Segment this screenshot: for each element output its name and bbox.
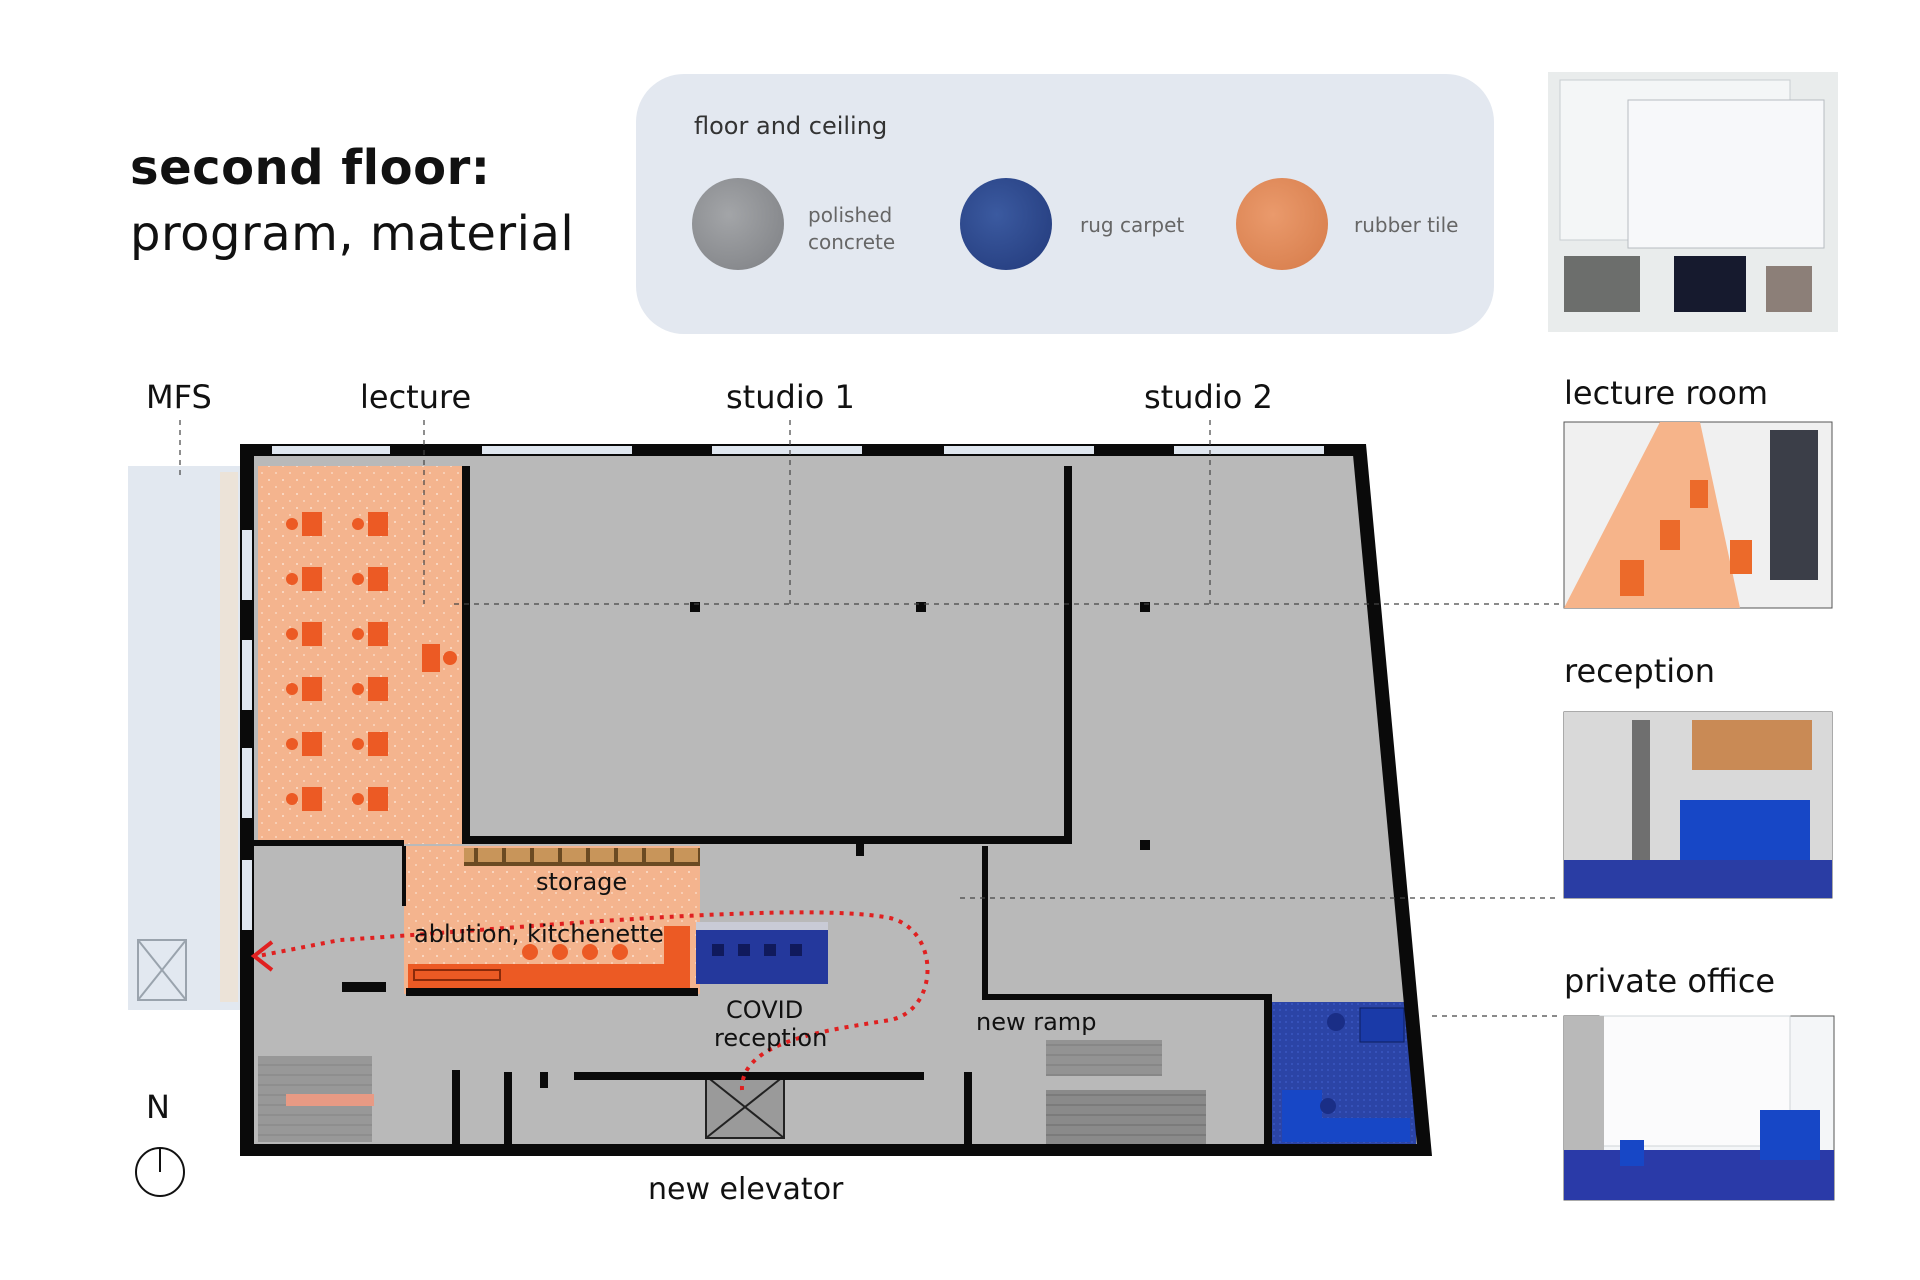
reception-view-label: reception <box>1564 652 1716 690</box>
lecture-room-view <box>1563 421 1833 609</box>
mfs-label: MFS <box>146 378 212 416</box>
elevator <box>705 1075 785 1139</box>
studio1-label: studio 1 <box>726 378 855 416</box>
storage-label: storage <box>536 868 628 896</box>
private-office-label: private office <box>1564 962 1776 1000</box>
new-ramp-label: new ramp <box>976 1008 1097 1036</box>
covid-label-line2: reception <box>714 1024 828 1052</box>
lecture-seating <box>286 512 457 811</box>
concrete-swatch <box>692 178 784 270</box>
ablution-counter <box>408 964 664 988</box>
north-arrow <box>135 1147 185 1197</box>
studio2-label: studio 2 <box>1144 378 1273 416</box>
carpet-label: rug carpet <box>1080 213 1185 237</box>
lecture-label: lecture <box>360 378 472 416</box>
rubber-tile-label: rubber tile <box>1354 213 1459 237</box>
ramp-upper <box>1046 1040 1162 1076</box>
carpet-swatch <box>960 178 1052 270</box>
ramp-lower <box>1046 1090 1206 1146</box>
legend-heading: floor and ceiling <box>694 112 888 140</box>
ablution-label: ablution, kitchenette <box>414 920 664 948</box>
rubber-tile-swatch <box>1236 178 1328 270</box>
private-office-view <box>1563 1015 1835 1201</box>
new-elevator-label: new elevator <box>648 1172 844 1207</box>
covid-label-line1: COVID <box>726 996 804 1024</box>
material-samples-photo <box>1548 72 1838 332</box>
page-title-line2: program, material <box>130 206 575 262</box>
storage-shelving <box>464 848 700 866</box>
leader-lines <box>179 420 1560 1017</box>
lecture-room-label: lecture room <box>1564 374 1769 412</box>
visitor-route <box>257 910 930 1091</box>
page-title-line1: second floor: <box>130 140 491 196</box>
route-arrowhead <box>250 940 274 972</box>
mfs-zone <box>128 466 244 1010</box>
concrete-label: polished concrete <box>808 203 896 254</box>
north-label: N <box>146 1088 170 1126</box>
walls <box>240 444 1432 1156</box>
reception-view <box>1563 711 1833 899</box>
